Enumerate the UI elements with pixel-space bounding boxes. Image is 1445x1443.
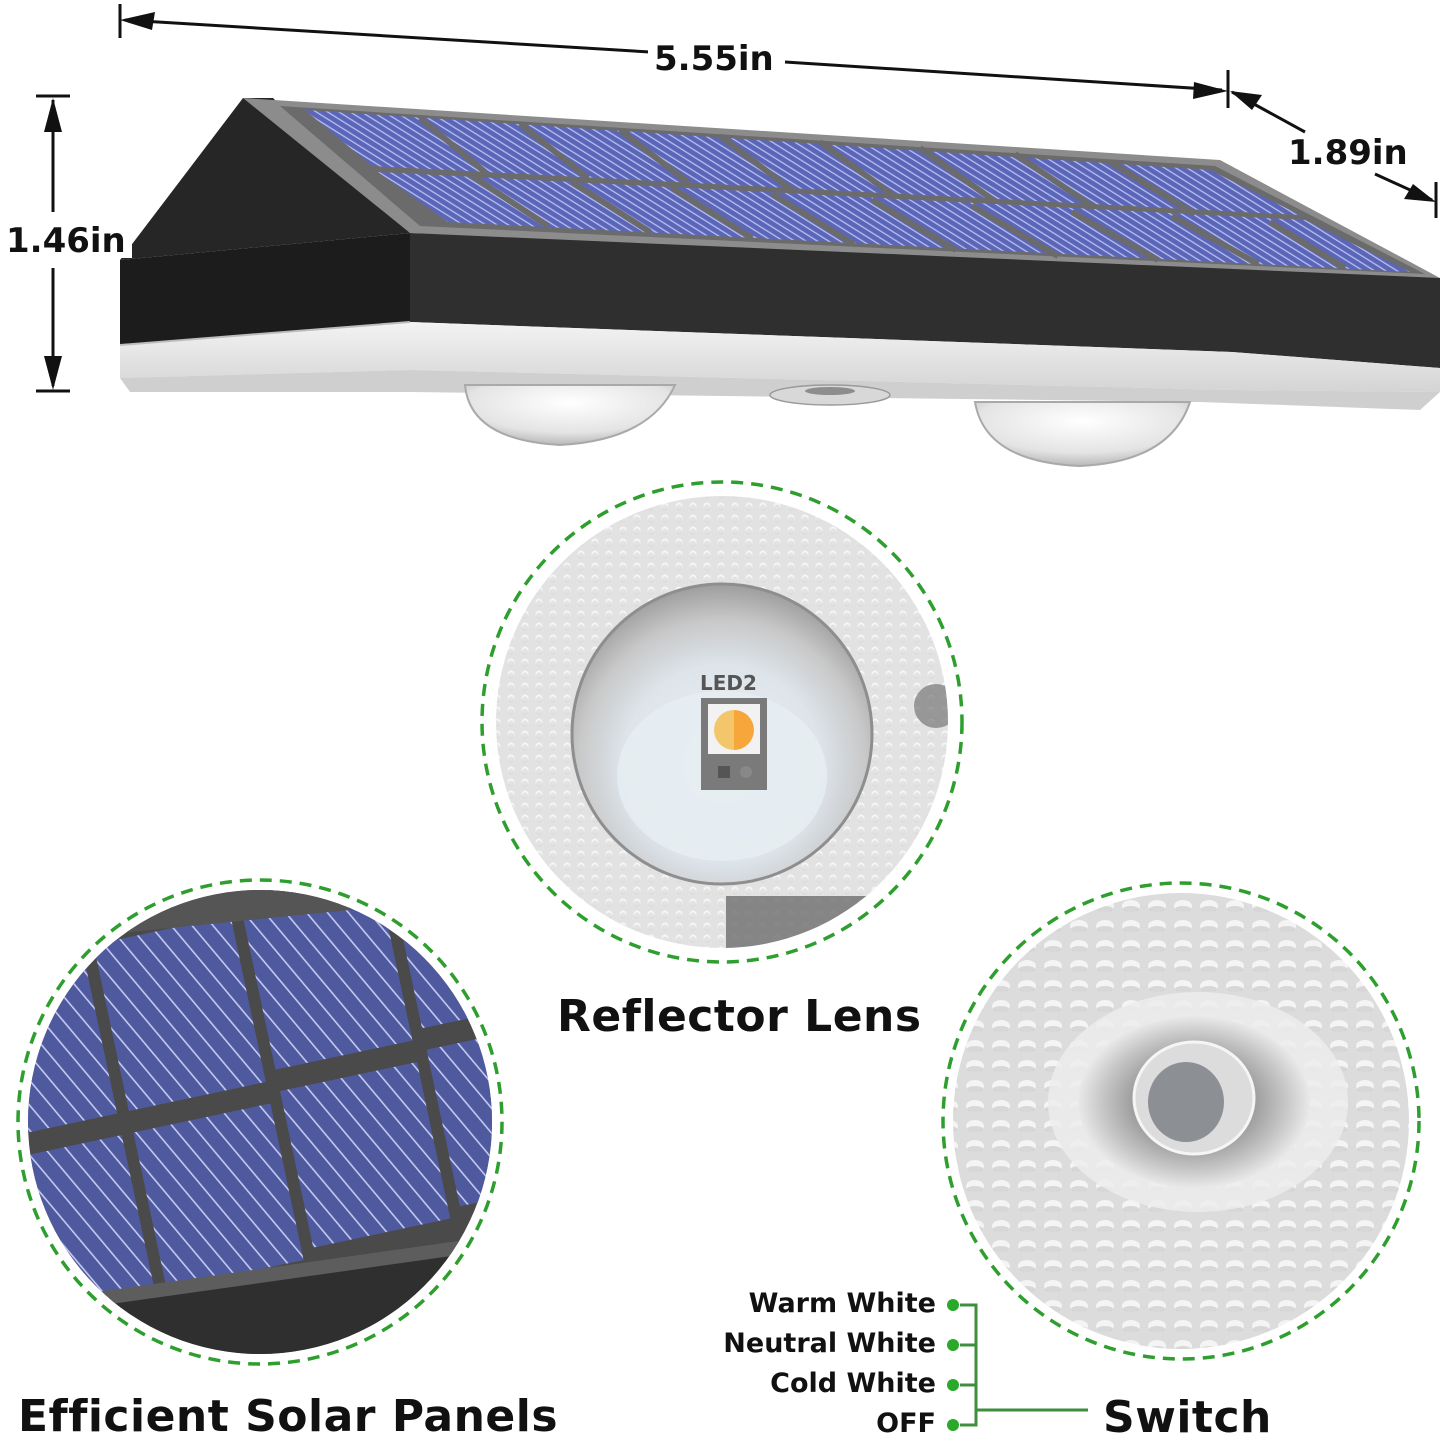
- dot-off-icon: [947, 1419, 959, 1431]
- depth-dimension-label: 1.89in: [1282, 136, 1414, 170]
- lens-dome-right: [973, 401, 1192, 468]
- reflector-lens-label: Reflector Lens: [557, 991, 922, 1042]
- bracket-lines: [960, 1303, 1088, 1427]
- solar-panel-detail: [12, 874, 508, 1370]
- dot-cold-white-icon: [947, 1379, 959, 1391]
- switch-connector: [940, 1290, 1090, 1439]
- solar-panels-label: Efficient Solar Panels: [18, 1391, 559, 1442]
- dot-warm-white-icon: [947, 1299, 959, 1311]
- width-dimension-label: 5.55in: [648, 42, 780, 76]
- lens-dome-left: [463, 384, 677, 447]
- reflector-lens-detail: LED2: [476, 476, 968, 968]
- solar-light-drawing: [36, 4, 1440, 468]
- dot-neutral-white-icon: [947, 1339, 959, 1351]
- switch-mode-list: Warm White Neutral White Cold White OFF: [700, 1288, 936, 1438]
- led-chip-marking: LED2: [700, 671, 757, 695]
- product-illustration: [0, 0, 1445, 480]
- height-dimension-arrow: [36, 94, 70, 393]
- roof-solar-cells: [305, 110, 1410, 272]
- depth-dimension-arrow: [1230, 90, 1438, 218]
- mode-indicator-dots: [947, 1299, 959, 1431]
- mode-warm-white: Warm White: [748, 1288, 936, 1319]
- switch-detail: [936, 876, 1426, 1366]
- sensor-center: [769, 384, 891, 406]
- height-dimension-label: 1.46in: [0, 224, 132, 258]
- width-dimension-arrow: [118, 4, 1230, 108]
- mode-off: OFF: [876, 1408, 936, 1439]
- mode-cold-white: Cold White: [770, 1368, 936, 1399]
- switch-label: Switch: [1103, 1392, 1272, 1443]
- mode-neutral-white: Neutral White: [723, 1328, 936, 1359]
